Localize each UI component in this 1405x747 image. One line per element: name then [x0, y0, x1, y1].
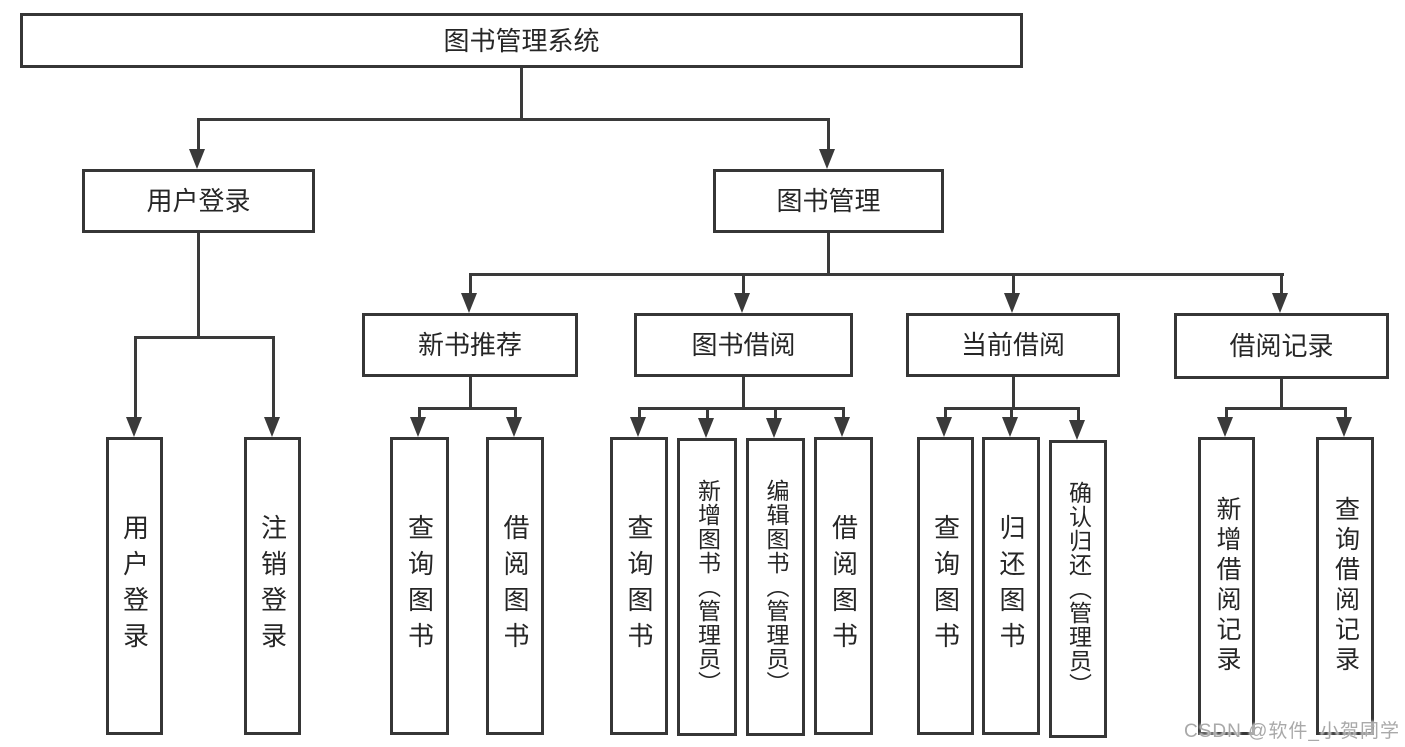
- node-bb-query-books: 查询图书: [610, 437, 668, 735]
- connector-line: [742, 273, 745, 299]
- connector-line: [827, 118, 830, 155]
- connector-line: [514, 407, 517, 423]
- connector-line: [197, 233, 200, 339]
- node-br-add-record: 新增借阅记录: [1198, 437, 1255, 735]
- connector-arrowhead: [506, 417, 522, 437]
- node-label: 图书管理: [776, 186, 881, 216]
- node-label: 查询图书: [404, 514, 435, 658]
- connector-line: [272, 336, 275, 423]
- node-label: 查询借阅记录: [1331, 496, 1360, 676]
- connector-line: [944, 407, 947, 423]
- node-label: 借阅记录: [1229, 331, 1334, 361]
- node-label: 编辑图书（管理员）: [763, 479, 789, 695]
- connector-line: [1344, 407, 1347, 423]
- connector-arrowhead: [630, 417, 646, 437]
- node-label: 新书推荐: [417, 330, 522, 360]
- connector-line: [706, 407, 709, 424]
- node-login-user: 用户登录: [106, 437, 163, 735]
- connector-line: [1225, 407, 1228, 423]
- connector-line: [418, 407, 517, 410]
- node-rec-borrow-books: 借阅图书: [486, 437, 544, 735]
- connector-line: [1225, 407, 1347, 410]
- connector-arrowhead: [766, 418, 782, 438]
- connector-line: [134, 336, 275, 339]
- node-label: 借阅图书: [500, 514, 530, 658]
- node-new-book-recommend: 新书推荐: [362, 313, 578, 377]
- connector-arrowhead: [1336, 417, 1352, 437]
- connector-line: [1012, 273, 1015, 299]
- connector-arrowhead: [936, 417, 952, 437]
- connector-line: [197, 118, 200, 155]
- csdn-watermark: CSDN @软件_小贺同学: [1184, 721, 1400, 742]
- connector-line: [774, 407, 777, 424]
- node-bb-edit-books: 编辑图书（管理员）: [746, 438, 805, 736]
- node-label: 查询图书: [930, 514, 961, 658]
- node-br-query-record: 查询借阅记录: [1316, 437, 1374, 735]
- connector-arrowhead: [264, 417, 280, 437]
- connector-arrowhead: [698, 418, 714, 438]
- node-book-management: 图书管理: [713, 169, 944, 233]
- node-bb-add-books: 新增图书（管理员）: [677, 438, 737, 736]
- node-cb-confirm-return: 确认归还（管理员）: [1049, 440, 1107, 738]
- node-current-borrow: 当前借阅: [906, 313, 1120, 377]
- connector-line: [134, 336, 137, 423]
- node-label: 图书管理系统: [443, 25, 600, 56]
- node-label: 图书借阅: [691, 330, 796, 360]
- connector-arrowhead: [1217, 417, 1233, 437]
- connector-line: [469, 273, 1284, 276]
- node-label: 新增借阅记录: [1213, 496, 1241, 676]
- node-label: 用户登录: [119, 514, 150, 658]
- connector-line: [1280, 379, 1283, 410]
- connector-line: [1010, 407, 1013, 423]
- connector-arrowhead: [1004, 293, 1020, 313]
- connector-arrowhead: [461, 293, 477, 313]
- connector-line: [469, 377, 472, 410]
- connector-line: [469, 273, 472, 299]
- node-user-login: 用户登录: [82, 169, 315, 233]
- connector-arrowhead: [1272, 293, 1288, 313]
- connector-arrowhead: [834, 417, 850, 437]
- node-label: 借阅图书: [828, 514, 859, 658]
- connector-line: [827, 232, 830, 276]
- node-rec-query-books: 查询图书: [390, 437, 449, 735]
- connector-line: [742, 377, 745, 410]
- connector-arrowhead: [126, 417, 142, 437]
- node-borrow-records: 借阅记录: [1174, 313, 1389, 379]
- connector-line: [638, 407, 845, 410]
- connector-arrowhead: [819, 149, 835, 169]
- connector-line: [418, 407, 421, 423]
- node-label: 用户登录: [146, 186, 251, 216]
- connector-line: [842, 407, 845, 423]
- connector-line: [1280, 273, 1283, 299]
- node-label: 当前借阅: [960, 330, 1065, 360]
- connector-line: [520, 68, 523, 120]
- node-bb-borrow-books: 借阅图书: [814, 437, 873, 735]
- node-cb-return-books: 归还图书: [982, 437, 1040, 735]
- node-library-system: 图书管理系统: [20, 13, 1023, 68]
- node-cb-query-books: 查询图书: [917, 437, 974, 735]
- connector-line: [1012, 377, 1015, 410]
- connector-arrowhead: [189, 149, 205, 169]
- node-book-borrow: 图书借阅: [634, 313, 853, 377]
- connector-line: [197, 118, 830, 121]
- connector-line: [638, 407, 641, 423]
- node-label: 查询图书: [624, 514, 654, 658]
- node-login-logout: 注销登录: [244, 437, 301, 735]
- node-label: 归还图书: [996, 514, 1026, 658]
- connector-arrowhead: [410, 417, 426, 437]
- node-label: 确认归还（管理员）: [1065, 481, 1092, 697]
- connector-line: [1077, 407, 1080, 426]
- connector-arrowhead: [1002, 417, 1018, 437]
- connector-arrowhead: [734, 293, 750, 313]
- node-label: 注销登录: [257, 514, 288, 658]
- connector-arrowhead: [1069, 420, 1085, 440]
- node-label: 新增图书（管理员）: [694, 479, 721, 695]
